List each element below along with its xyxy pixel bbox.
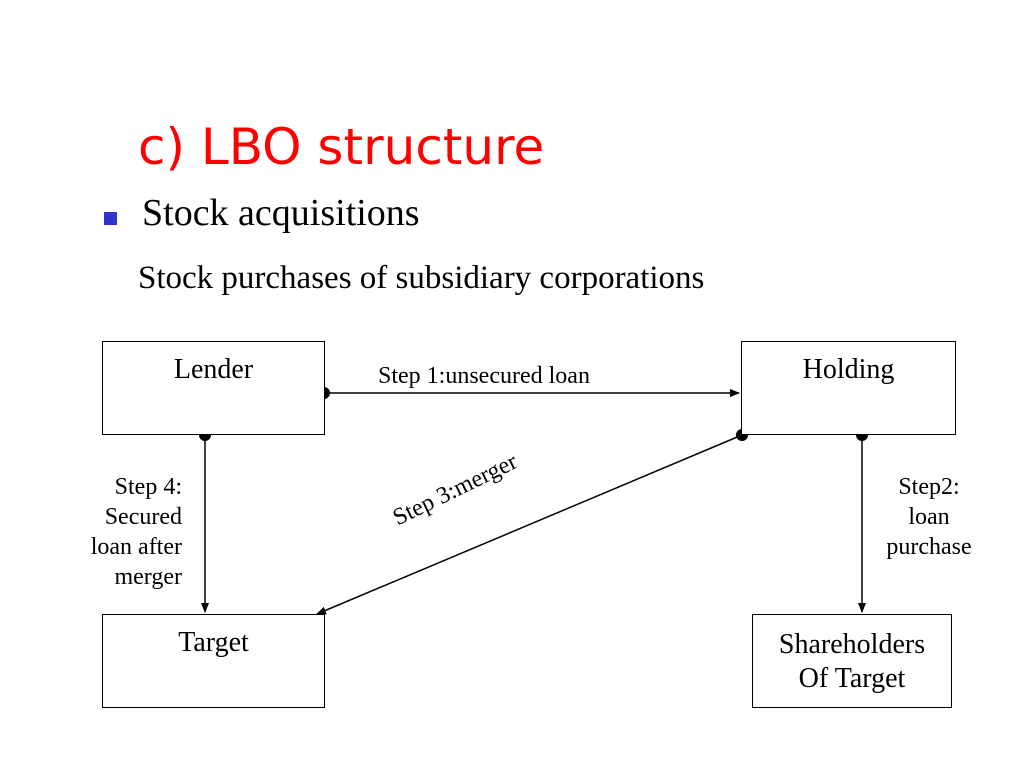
shareholders-node: Shareholders Of Target <box>752 614 952 708</box>
slide-title: c) LBO structure <box>138 118 545 176</box>
subtitle-text: Stock purchases of subsidiary corporatio… <box>138 260 705 296</box>
holding-label: Holding <box>802 354 895 385</box>
step3-arrow <box>316 434 743 615</box>
step2-label: Step2: loan purchase <box>886 474 972 560</box>
bullet-square-icon <box>104 212 117 225</box>
step4-label: Step 4: Secured loan after merger <box>90 474 182 590</box>
lender-node: Lender <box>102 341 325 435</box>
shareholders-label: Shareholders Of Target <box>778 629 926 694</box>
target-label: Target <box>178 627 249 658</box>
target-node: Target <box>102 614 325 708</box>
lender-label: Lender <box>173 354 254 385</box>
holding-node: Holding <box>741 341 956 435</box>
bullet-text: Stock acquisitions <box>142 192 420 234</box>
step1-label: Step 1:unsecured loan <box>378 363 590 389</box>
